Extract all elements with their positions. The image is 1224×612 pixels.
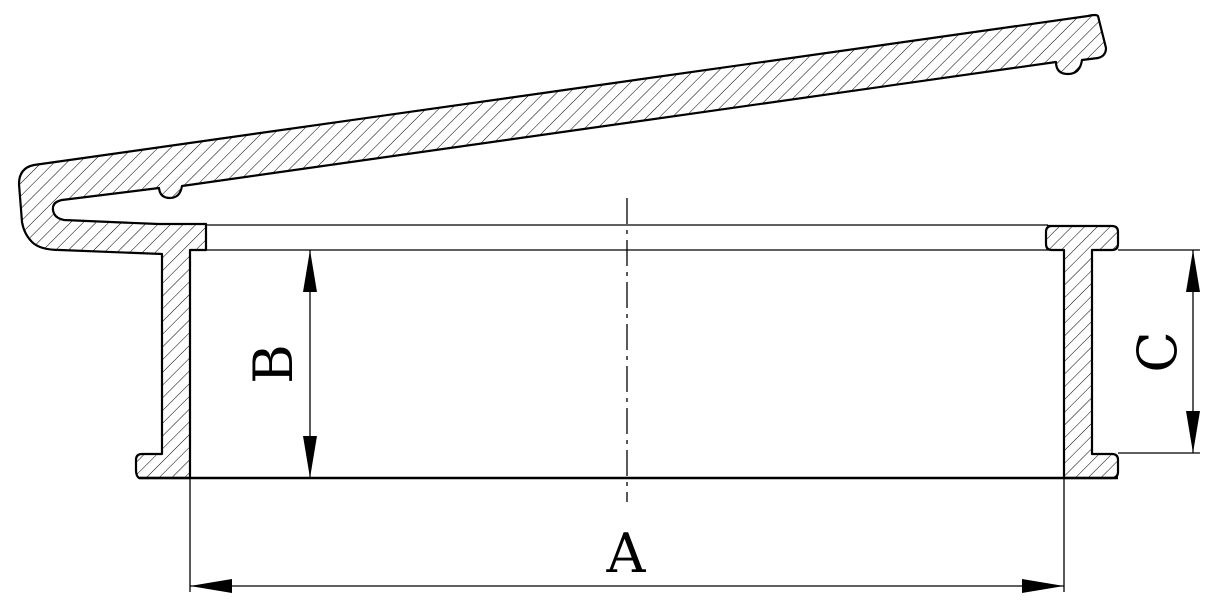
right-wall-section <box>1044 224 1120 480</box>
dim-c-arrow-top <box>1186 250 1200 292</box>
lid-section <box>17 13 1108 480</box>
dim-a-arrow-left <box>190 579 232 593</box>
dim-a-arrow-right <box>1022 579 1064 593</box>
dim-c-arrow-bottom <box>1186 411 1200 453</box>
dim-b-arrow-top <box>303 250 317 292</box>
dim-b-arrow-bottom <box>303 436 317 478</box>
dim-a-label: A <box>606 522 647 585</box>
dim-b-label: B <box>242 344 305 384</box>
dim-c-label: C <box>1126 331 1189 372</box>
